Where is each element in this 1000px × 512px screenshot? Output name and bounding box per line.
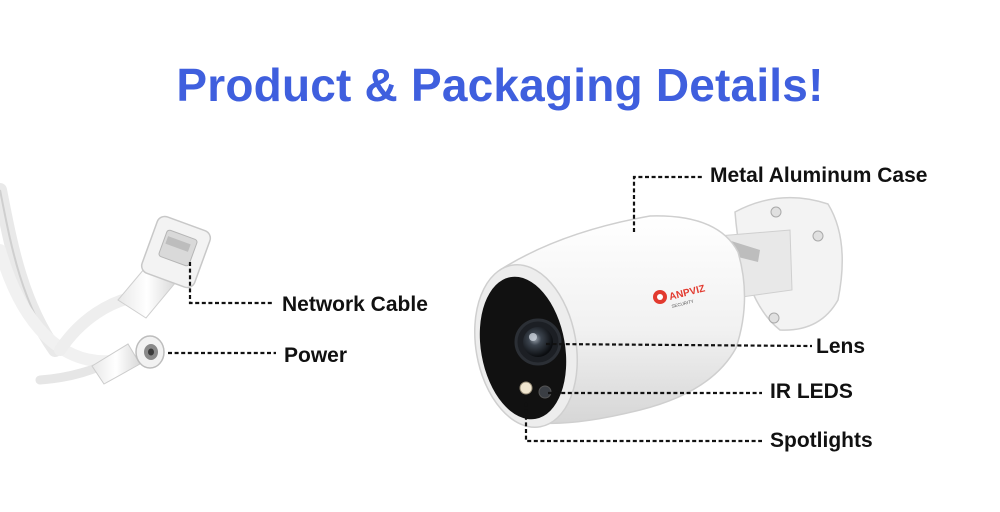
svg-text:SECURITY: SECURITY [671, 299, 694, 309]
spotlight [519, 381, 533, 395]
network-cable-connector [117, 215, 212, 319]
label-power: Power [284, 344, 348, 367]
label-lens: Lens [816, 335, 866, 358]
leader-lines [168, 175, 813, 443]
label-ir-leds: IR LEDS [770, 380, 853, 403]
cable-assembly [0, 183, 212, 385]
label-network-cable: Network Cable [282, 293, 428, 316]
label-metal-aluminum-case: Metal Aluminum Case [710, 164, 928, 187]
page-title: Product & Packaging Details! [176, 59, 824, 111]
power-connector [91, 335, 165, 385]
bullet-camera: ANPVIZ SECURITY [473, 196, 843, 428]
label-spotlights: Spotlights [770, 429, 873, 452]
